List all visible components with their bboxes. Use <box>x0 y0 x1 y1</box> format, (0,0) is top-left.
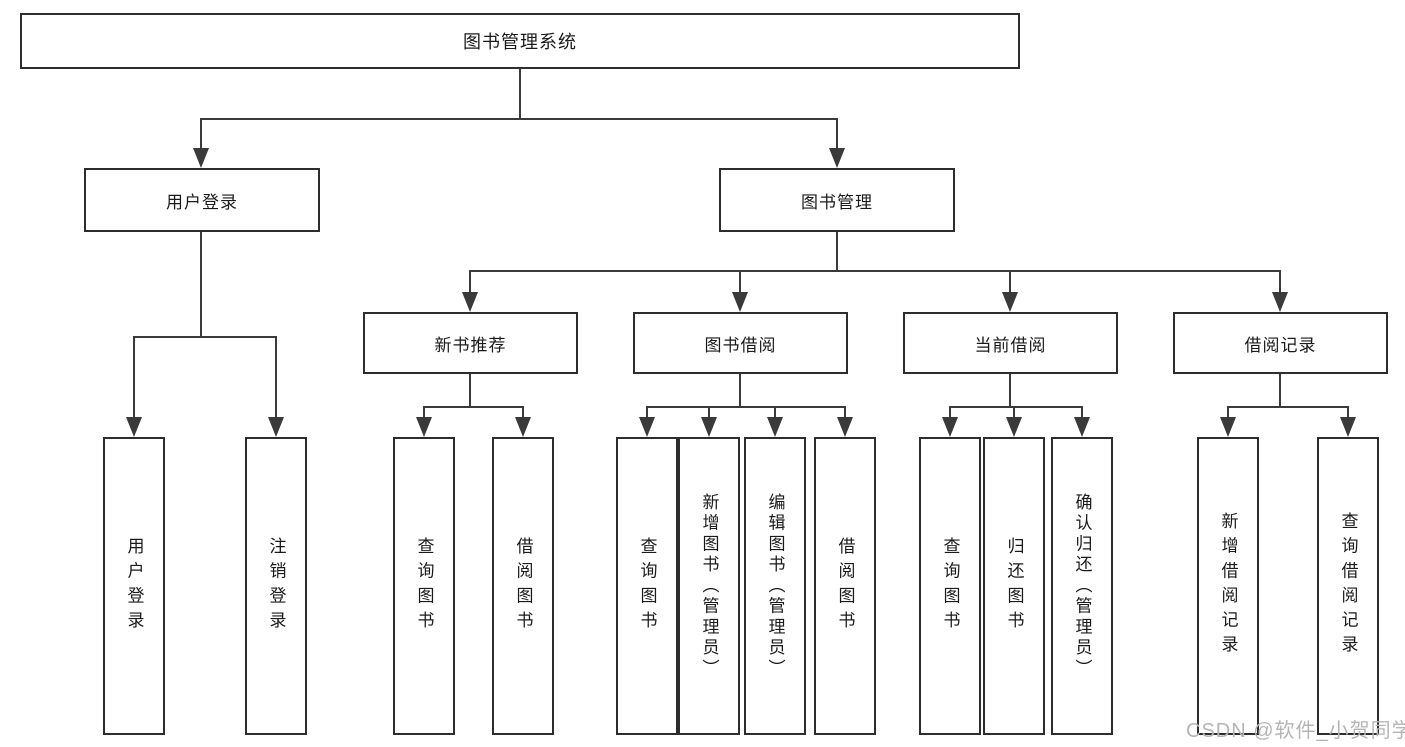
node-new-book-recommend-label: 新书推荐 <box>434 335 507 355</box>
leaf-user-login-label: 用户登录 <box>124 536 144 636</box>
arrowhead-down-icon <box>1272 292 1288 312</box>
node-user-login: 用户登录 <box>84 168 320 232</box>
connector-drop-leaf <box>1013 406 1015 419</box>
connector-level1-bar <box>200 118 838 120</box>
connector-drop-leaf <box>949 406 951 419</box>
connector-drop-leaf <box>844 406 846 419</box>
leaf-logout-label: 注销登录 <box>266 536 286 636</box>
connector-bar <box>1227 406 1349 408</box>
connector-book-management-stem <box>836 232 838 272</box>
arrowhead-down-icon <box>416 417 432 437</box>
arrowhead-down-icon <box>193 148 209 168</box>
leaf-query-borrow-record: 查询借阅记录 <box>1317 437 1379 735</box>
leaf-borrow-books-borrowing-label: 借阅图书 <box>835 536 855 636</box>
arrowhead-down-icon <box>126 417 142 437</box>
node-current-borrowing-label: 当前借阅 <box>974 335 1047 355</box>
connector-stem <box>1009 374 1011 408</box>
node-book-borrowing-label: 图书借阅 <box>704 335 777 355</box>
leaf-query-books-current: 查询图书 <box>919 437 981 735</box>
connector-root-stem <box>519 69 521 118</box>
connector-bar <box>423 406 524 408</box>
arrowhead-down-icon <box>268 417 284 437</box>
connector-drop-leaf <box>423 406 425 419</box>
leaf-add-borrow-record: 新增借阅记录 <box>1197 437 1259 735</box>
leaf-user-login: 用户登录 <box>103 437 165 735</box>
node-library-system-label: 图书管理系统 <box>463 32 577 52</box>
connector-user-login-bar <box>133 336 277 338</box>
leaf-confirm-return-admin: 确认归还（管理员） <box>1051 437 1113 735</box>
arrowhead-down-icon <box>462 292 478 312</box>
leaf-return-books-label: 归还图书 <box>1004 536 1024 636</box>
node-borrowing-records: 借阅记录 <box>1173 312 1388 374</box>
leaf-add-books-admin-label: 新增图书（管理员） <box>699 492 719 680</box>
connector-drop-borrowing-records <box>1279 270 1281 294</box>
leaf-query-books-borrowing: 查询图书 <box>616 437 678 735</box>
node-borrowing-records-label: 借阅记录 <box>1244 335 1317 355</box>
arrowhead-down-icon <box>1074 417 1090 437</box>
connector-bar <box>949 406 1083 408</box>
arrowhead-down-icon <box>942 417 958 437</box>
arrowhead-down-icon <box>515 417 531 437</box>
connector-stem <box>469 374 471 408</box>
leaf-logout: 注销登录 <box>245 437 307 735</box>
connector-drop-leaf <box>133 336 135 418</box>
node-user-login-label: 用户登录 <box>166 192 238 212</box>
connector-stem <box>1279 374 1281 408</box>
node-book-management-label: 图书管理 <box>801 192 873 212</box>
arrowhead-down-icon <box>1340 417 1356 437</box>
connector-drop-leaf <box>275 336 277 418</box>
arrowhead-down-icon <box>1002 292 1018 312</box>
node-current-borrowing: 当前借阅 <box>903 312 1118 374</box>
connector-drop-leaf <box>646 406 648 419</box>
connector-drop-current-borrowing <box>1009 270 1011 294</box>
leaf-query-borrow-record-label: 查询借阅记录 <box>1338 512 1358 660</box>
arrowhead-down-icon <box>701 417 717 437</box>
leaf-add-books-admin: 新增图书（管理员） <box>678 437 740 735</box>
connector-drop-new-book <box>469 270 471 294</box>
connector-drop-leaf <box>1081 406 1083 419</box>
node-book-management: 图书管理 <box>719 168 955 232</box>
arrowhead-down-icon <box>767 417 783 437</box>
connector-drop-leaf <box>1347 406 1349 419</box>
watermark: CSDN @软件_小贺同学 <box>1186 720 1405 742</box>
leaf-query-books-recommend-label: 查询图书 <box>414 536 434 636</box>
leaf-edit-books-admin-label: 编辑图书（管理员） <box>765 492 785 680</box>
connector-user-login-stem <box>200 232 202 337</box>
connector-drop-user-login <box>200 118 202 150</box>
leaf-query-books-borrowing-label: 查询图书 <box>637 536 657 636</box>
leaf-confirm-return-admin-label: 确认归还（管理员） <box>1072 492 1092 680</box>
leaf-return-books: 归还图书 <box>983 437 1045 735</box>
node-new-book-recommend: 新书推荐 <box>363 312 578 374</box>
leaf-borrow-books-recommend: 借阅图书 <box>492 437 554 735</box>
connector-drop-leaf <box>708 406 710 419</box>
arrowhead-down-icon <box>1220 417 1236 437</box>
leaf-borrow-books-recommend-label: 借阅图书 <box>513 536 533 636</box>
connector-bar <box>646 406 846 408</box>
connector-drop-book-management <box>836 118 838 150</box>
connector-drop-leaf <box>774 406 776 419</box>
leaf-add-borrow-record-label: 新增借阅记录 <box>1218 512 1238 660</box>
connector-drop-leaf <box>1227 406 1229 419</box>
leaf-edit-books-admin: 编辑图书（管理员） <box>744 437 806 735</box>
node-book-borrowing: 图书借阅 <box>633 312 848 374</box>
connector-stem <box>739 374 741 408</box>
connector-level2-bar <box>469 270 1281 272</box>
arrowhead-down-icon <box>829 148 845 168</box>
leaf-borrow-books-borrowing: 借阅图书 <box>814 437 876 735</box>
node-library-system: 图书管理系统 <box>20 13 1020 69</box>
arrowhead-down-icon <box>639 417 655 437</box>
arrowhead-down-icon <box>837 417 853 437</box>
leaf-query-books-recommend: 查询图书 <box>393 437 455 735</box>
arrowhead-down-icon <box>732 292 748 312</box>
arrowhead-down-icon <box>1006 417 1022 437</box>
connector-drop-leaf <box>522 406 524 419</box>
leaf-query-books-current-label: 查询图书 <box>940 536 960 636</box>
connector-drop-book-borrowing <box>739 270 741 294</box>
